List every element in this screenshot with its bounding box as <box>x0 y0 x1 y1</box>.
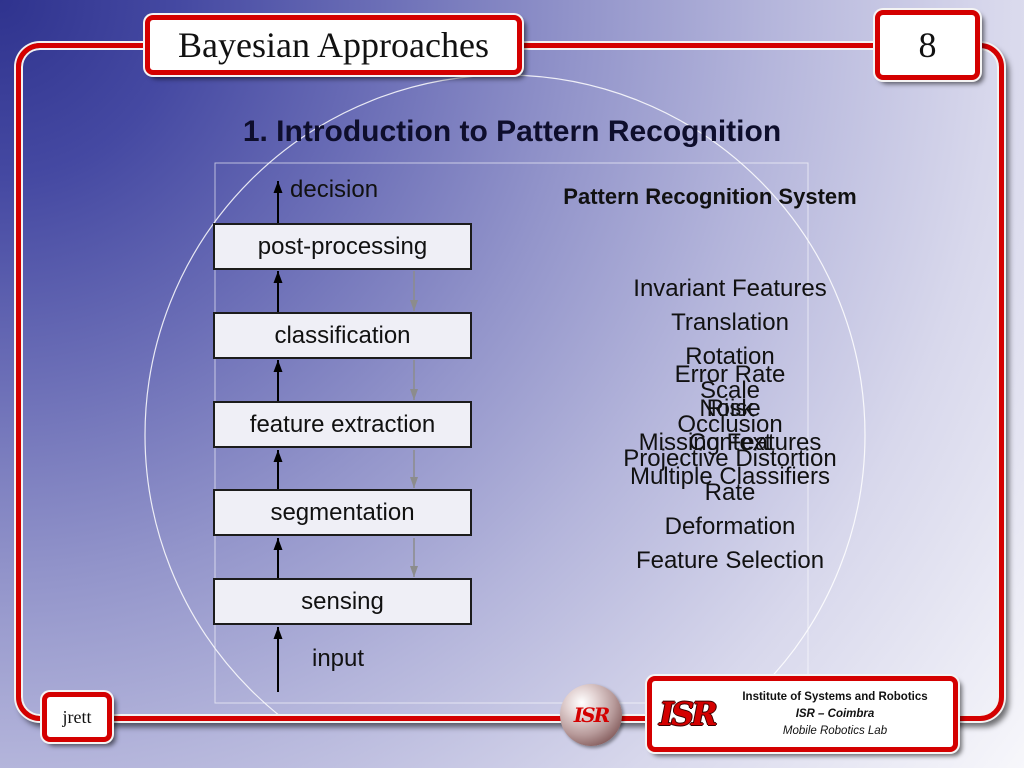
side-panel-item: Rate <box>704 479 756 506</box>
side-panel-layer-2: Error Rate Noise Missing Features Multip… <box>530 358 930 494</box>
side-panel-item: Rotation <box>685 343 775 370</box>
side-panel-item: Missing Features <box>638 429 822 456</box>
side-panel-item: Invariant Features <box>633 275 827 302</box>
page-number-box: 8 <box>875 10 980 80</box>
institute-unit: ISR – Coimbra <box>795 708 875 720</box>
author-box: jrett <box>42 692 112 742</box>
institute-text: Institute of Systems and Robotics ISR – … <box>722 689 948 740</box>
side-panel-layer-3: Risk Context <box>530 392 930 460</box>
side-panel-layer-1: Invariant Features Translation Rotation … <box>530 272 930 578</box>
institute-name: Institute of Systems and Robotics <box>742 691 928 703</box>
side-panel-item: Scale <box>699 377 761 404</box>
stage-sensing: sensing <box>213 578 472 625</box>
stage-feature-extraction: feature extraction <box>213 401 472 448</box>
slide-title-box: Bayesian Approaches <box>145 15 522 75</box>
isr-logo-icon: ISR <box>659 695 718 733</box>
side-panel-item: Context <box>688 429 772 456</box>
side-panel-title: Pattern Recognition System <box>563 184 857 209</box>
side-panel-item: Deformation <box>664 513 796 540</box>
stage-post-processing: post-processing <box>213 223 472 270</box>
input-label: input <box>312 645 365 672</box>
side-panel-item: Noise <box>699 395 761 422</box>
institute-box: ISR Institute of Systems and Robotics IS… <box>647 676 958 752</box>
side-panel-item: Occlusion <box>677 411 783 438</box>
side-panel-item: Translation <box>671 309 789 336</box>
lab-name: Mobile Robotics Lab <box>782 725 888 737</box>
side-panel-item: Multiple Classifiers <box>629 463 831 490</box>
stage-classification: classification <box>213 312 472 359</box>
side-panel-item: Feature Selection <box>635 547 825 574</box>
side-panel-item: Risk <box>706 395 754 422</box>
side-panel-item: Error Rate <box>674 361 786 388</box>
isr-sphere-logo-icon: ISR <box>560 684 622 746</box>
slide-title: Bayesian Approaches <box>178 25 489 65</box>
stage-segmentation: segmentation <box>213 489 472 536</box>
decision-label: decision <box>290 176 379 203</box>
page-number: 8 <box>918 25 937 65</box>
side-panel-item: Projective Distortion <box>623 445 837 472</box>
section-heading: 1. Introduction to Pattern Recognition <box>242 115 782 148</box>
author-name: jrett <box>62 707 92 727</box>
